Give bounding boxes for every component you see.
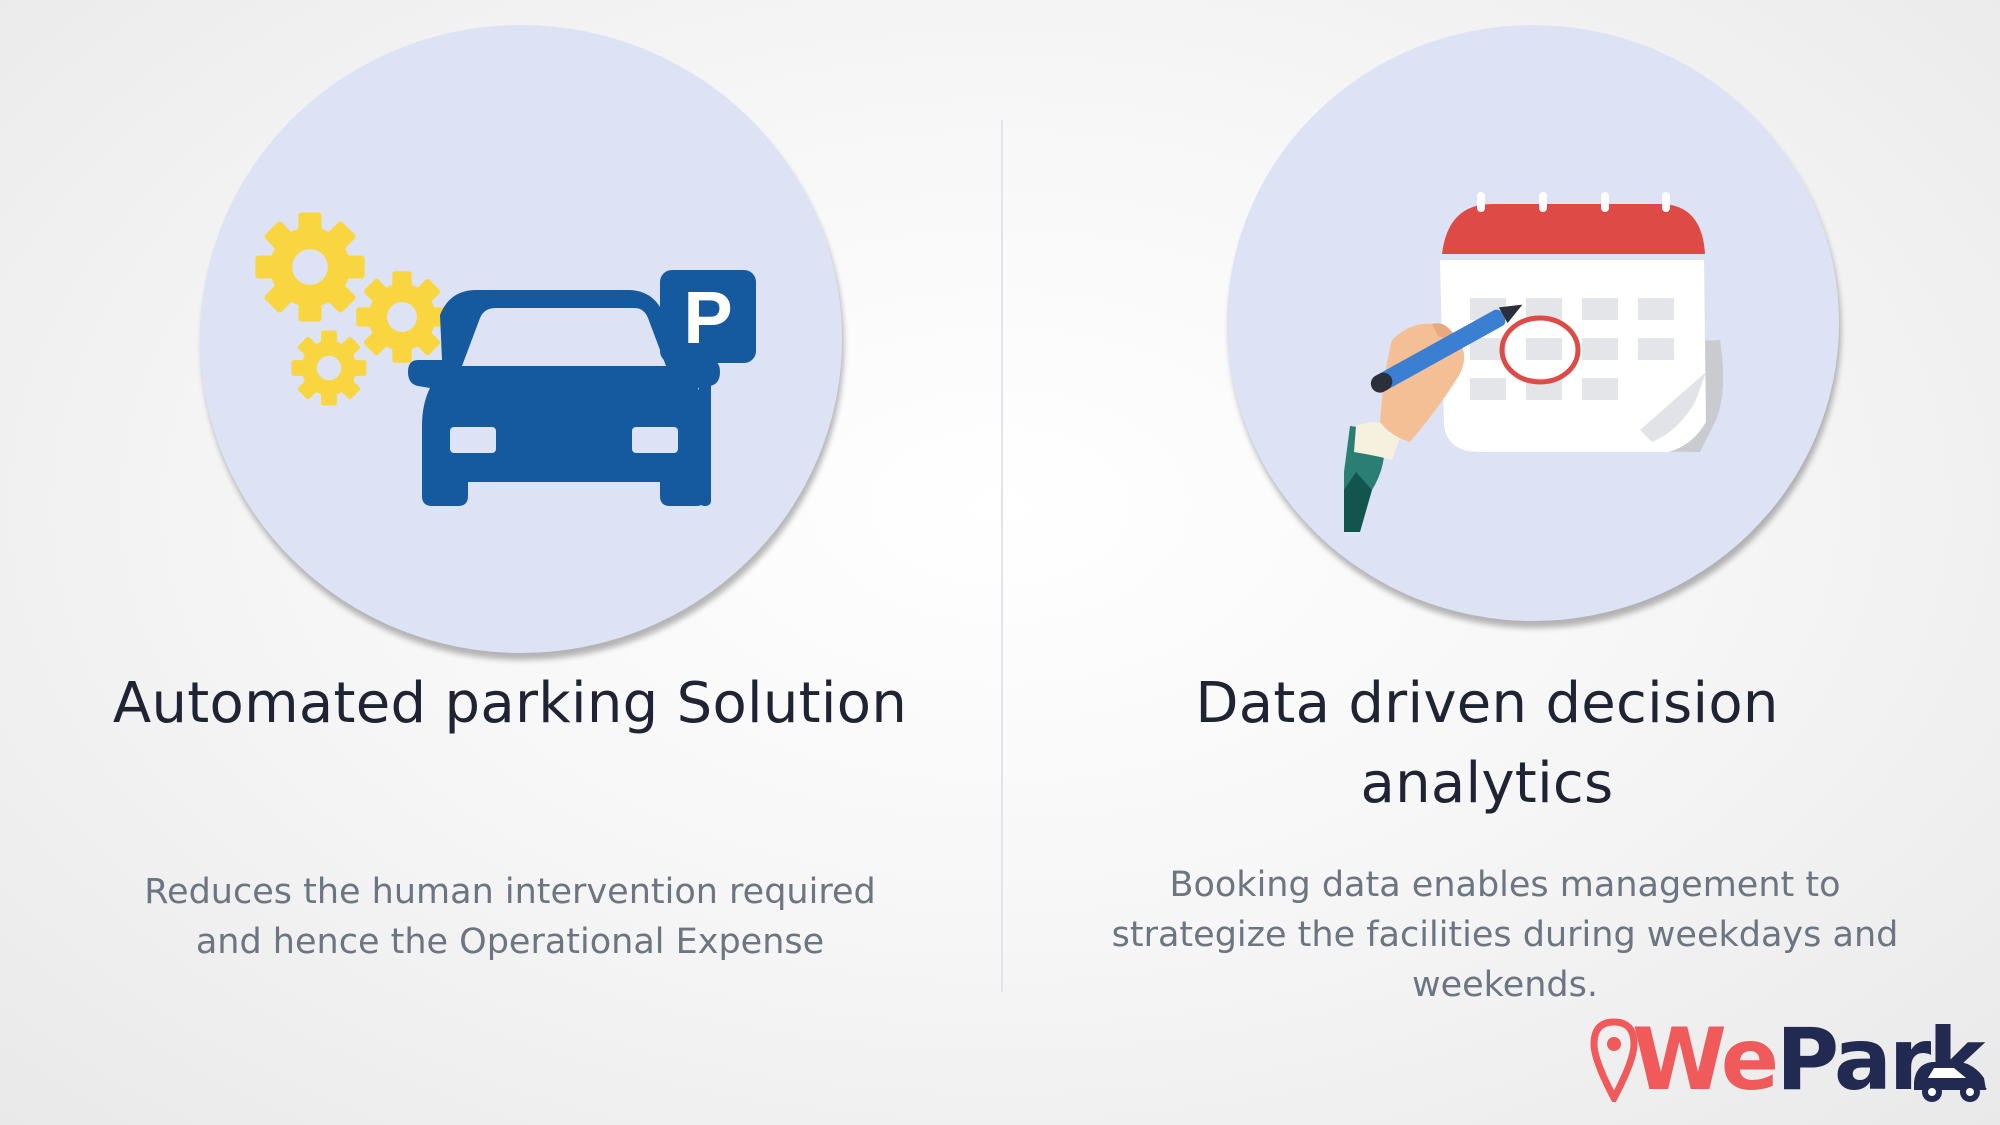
parking-sign-icon: P — [660, 270, 756, 506]
logo-wordmark: WePark — [1632, 1010, 1985, 1110]
wepark-logo: WePark — [1590, 1010, 1990, 1110]
gear-large-icon — [255, 212, 365, 322]
left-feature-description: Reduces the human intervention required … — [144, 872, 876, 962]
car-icon — [408, 290, 720, 506]
location-pin-icon — [1590, 1018, 1638, 1102]
right-feature-title: Data driven decision analytics — [1195, 671, 1779, 816]
gear-small-icon — [291, 330, 367, 406]
car-logo-icon — [1914, 1062, 1986, 1102]
parking-automation-icon: P — [255, 212, 756, 506]
right-feature-description: Booking data enables management to strat… — [1111, 865, 1899, 1005]
pencil-icon — [1370, 304, 1523, 393]
left-feature-title: Automated parking Solution — [112, 671, 908, 736]
svg-text:P: P — [683, 276, 732, 359]
center-divider — [1001, 120, 1003, 992]
calendar-hand-icon — [1344, 192, 1724, 532]
